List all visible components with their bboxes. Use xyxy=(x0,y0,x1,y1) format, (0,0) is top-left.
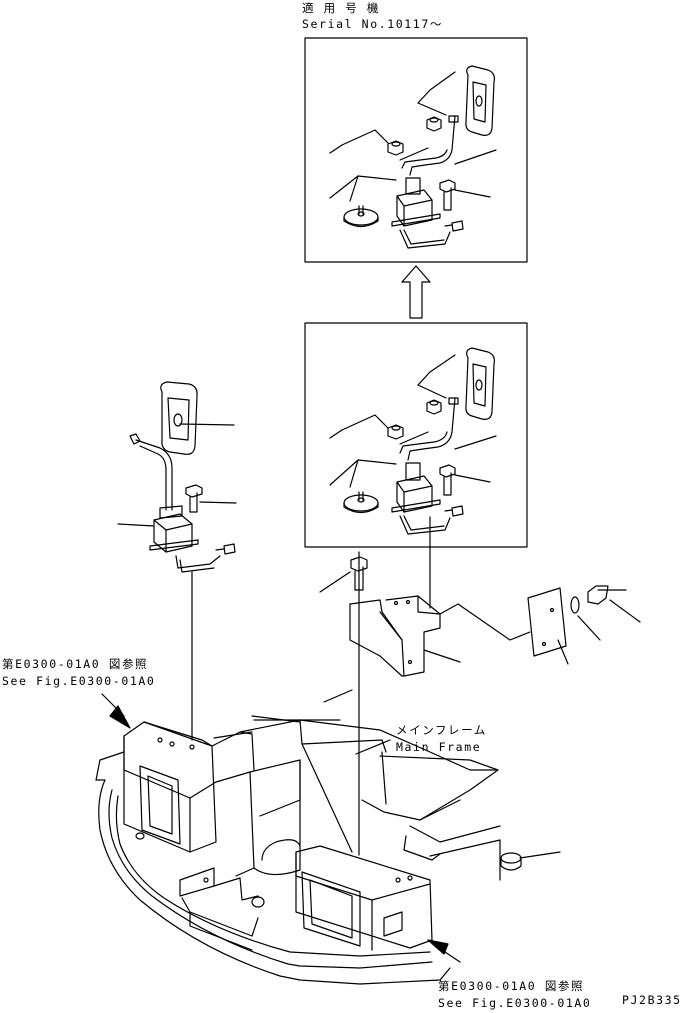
bolt-icon xyxy=(351,557,367,590)
bolt-icon xyxy=(186,485,202,512)
arrow-up-icon xyxy=(402,266,430,318)
mirror-stay xyxy=(408,398,455,460)
mirror-icon xyxy=(161,382,197,454)
connector-icon xyxy=(445,506,463,516)
nut-icon xyxy=(427,117,441,131)
washer-icon xyxy=(344,206,378,227)
cover-plate xyxy=(528,588,566,656)
grommet-icon xyxy=(501,852,560,870)
ref-arrow-left xyxy=(102,694,130,728)
nut-icon xyxy=(388,425,403,439)
detail-box-upper xyxy=(305,38,527,262)
ref-label-bottom-en: See Fig.E0300-01A0 xyxy=(438,996,592,1010)
detail-box-lower xyxy=(305,323,527,547)
main-frame-label-en: Main Frame xyxy=(396,740,482,754)
main-frame-drawing xyxy=(96,690,500,984)
nut-icon xyxy=(388,141,403,155)
mirror-bracket xyxy=(392,463,450,534)
bolt-icon xyxy=(440,180,455,210)
drawing-code: PJ2B335 xyxy=(622,993,682,1007)
mirror-icon xyxy=(466,348,495,419)
mirror-bracket xyxy=(392,178,450,248)
mirror-stay xyxy=(410,116,455,175)
left-mirror-assembly xyxy=(118,382,236,740)
nut-icon xyxy=(427,400,441,414)
bolt-icon xyxy=(588,586,626,604)
washer-icon xyxy=(571,597,579,613)
mirror-mount-bracket xyxy=(350,596,440,676)
bolt-icon xyxy=(440,465,455,495)
main-frame-label-jp: メインフレーム xyxy=(396,723,488,737)
mirror-icon xyxy=(466,66,495,135)
washer-icon xyxy=(344,492,378,513)
ref-arrow-bottom xyxy=(428,940,460,962)
ref-label-bottom-jp: 第E0300-01A0 図参照 xyxy=(438,979,585,993)
ref-label-left-jp: 第E0300-01A0 図参照 xyxy=(2,657,149,671)
mirror-bracket xyxy=(150,506,220,572)
connector-icon xyxy=(216,544,235,554)
ref-label-left-en: See Fig.E0300-01A0 xyxy=(2,674,156,688)
connector-icon xyxy=(445,221,463,231)
applicable-serial-jp: 適 用 号 機 xyxy=(302,1,380,15)
applicable-serial-en: Serial No.10117～ xyxy=(302,17,443,31)
